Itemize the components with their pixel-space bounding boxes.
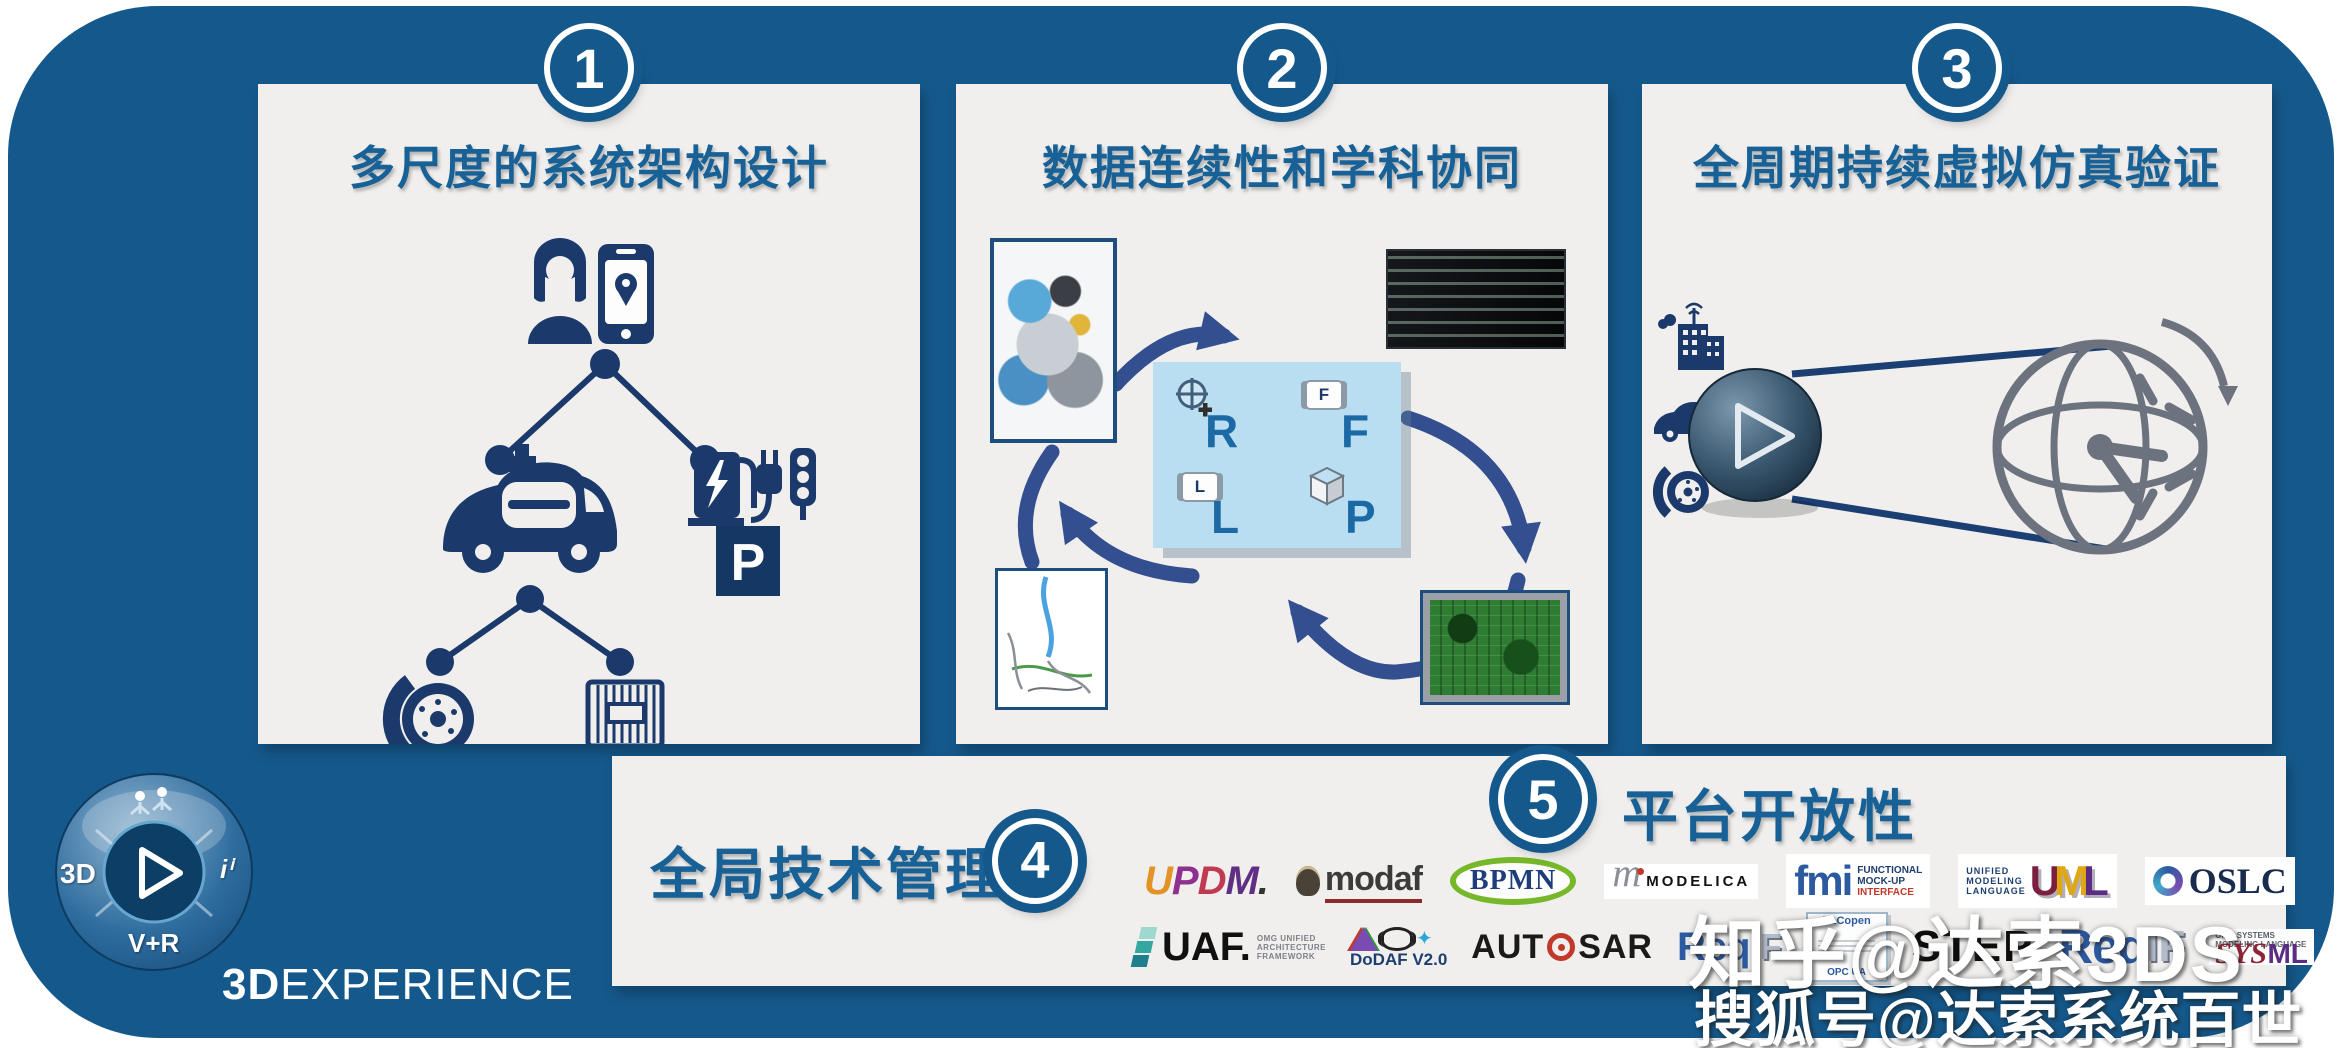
reqif-logo-large: Req IF <box>2058 920 2186 974</box>
navigation-phone-icon <box>598 244 654 344</box>
reqif-logo: Req IF <box>1676 924 1782 969</box>
global-tech-management-title: 全局技术管理 <box>650 843 1004 906</box>
wordmark-3d: 3D <box>222 960 281 1009</box>
badge-step-2: 2 <box>1237 23 1327 113</box>
charging-plug-icon <box>750 450 782 523</box>
smart-city-building-icon <box>1658 302 1724 370</box>
panel-system-architecture: 多尺度的系统架构设计 <box>258 84 920 744</box>
compass-3d-label: 3D <box>60 858 96 889</box>
dodaf-logo: ✦ DoDAF V2.0 <box>1350 927 1448 969</box>
system-architecture-tree-diagram: P <box>382 238 816 744</box>
badge-3-number: 3 <box>1941 36 1973 100</box>
plcopen-lines <box>1817 940 1876 954</box>
small-brake-icon <box>1652 466 1709 518</box>
panel3-title: 全周期持续虚拟仿真验证 <box>1693 142 2221 194</box>
3dexperience-compass-logo: 3D iⁱ V+R <box>52 770 257 975</box>
watermark-zhihu: 知乎@达索3DS <box>1688 910 2244 998</box>
3dexperience-wordmark: 3DEXPERIENCE <box>222 960 574 1010</box>
modaf-logo: modaf <box>1295 860 1423 903</box>
parking-letter: P <box>731 534 766 592</box>
globe-clock-icon <box>1992 318 2238 555</box>
compass-ii-label: iⁱ <box>220 854 232 884</box>
bpmn-logo: BPMN <box>1449 857 1577 905</box>
rflp-letter-p: P <box>1345 491 1376 543</box>
step-logo: STEP <box>1911 922 2035 971</box>
functional-block-letter: F <box>1318 385 1330 404</box>
autosar-logo: AUT SAR <box>1471 927 1653 966</box>
simulation-globe-diagram <box>1652 302 2238 555</box>
pcb-surface <box>1430 600 1560 695</box>
wordmark-experience: EXPERIENCE <box>280 960 574 1009</box>
badge-step-5: 5 <box>1498 754 1588 844</box>
modelica-logo: m MODELICA <box>1604 850 1759 899</box>
requirements-target-icon <box>1176 378 1212 417</box>
dodaf-prism-icon <box>1350 927 1378 951</box>
panel2-title: 数据连续性和学科协同 <box>1042 142 1522 194</box>
oslc-swirl-icon <box>2152 866 2183 896</box>
badge-4-number: 4 <box>1020 832 1050 890</box>
autosar-target-icon <box>1547 933 1576 961</box>
badge-step-1: 1 <box>544 23 634 113</box>
engine-photo <box>990 238 1117 443</box>
software-code-photo <box>1386 249 1566 349</box>
panel-virtual-validation: 全周期持续虚拟仿真验证 <box>1642 84 2272 744</box>
brake-disc-icon <box>382 675 474 744</box>
plcopen-opcua-logo: PLCopen OPC UA <box>1805 912 1888 982</box>
rflp-model-box: R F F L L P <box>1153 362 1401 548</box>
badge-step-4: 4 <box>992 818 1078 904</box>
driver-person-icon <box>528 238 592 344</box>
uaf-cubes-icon <box>1130 927 1158 967</box>
compass-icon <box>55 773 253 971</box>
wiring-harness-photo <box>995 568 1108 710</box>
rflp-letter-l: L <box>1211 491 1240 543</box>
sysml-logo: OMG SYSTEMS MODELING LANGUAGE SYS ML <box>2209 929 2314 969</box>
physical-cube-icon <box>1308 466 1346 506</box>
standards-logo-row-2: UAF. OMG UNIFIED ARCHITECTURE FRAMEWORK … <box>1130 912 2314 982</box>
panel-data-continuity: 数据连续性和学科协同 <box>956 84 1608 744</box>
wiring-sketch <box>1006 576 1093 694</box>
uml-logo: UNIFIED MODELING LANGUAGE U M L <box>1958 854 2117 908</box>
dodaf-coil-icon <box>1381 927 1413 951</box>
logical-block-icon: L <box>1181 472 1219 502</box>
functional-block-icon: F <box>1305 380 1343 410</box>
compass-vr-label: V+R <box>128 928 180 958</box>
compass-figures-icon <box>130 787 172 816</box>
traffic-light-icon <box>790 448 816 520</box>
badge-5-number: 5 <box>1527 767 1559 831</box>
charging-station-icon <box>688 452 757 526</box>
rflp-letter-r: R <box>1205 405 1239 457</box>
badge-2-number: 2 <box>1266 36 1298 100</box>
modelica-dot <box>1637 867 1645 875</box>
oslc-logo: OSLC <box>2144 857 2295 905</box>
simulation-play-sphere <box>1688 368 1822 518</box>
panel1-title: 多尺度的系统架构设计 <box>349 142 829 194</box>
dodaf-star-icon: ✦ <box>1416 928 1433 950</box>
ecu-pcb-photo <box>1420 590 1570 705</box>
modaf-crest-icon <box>1295 866 1320 896</box>
uaf-logo: UAF. OMG UNIFIED ARCHITECTURE FRAMEWORK <box>1130 925 1326 970</box>
badge-step-3: 3 <box>1912 23 2002 113</box>
platform-openness-title: 平台开放性 <box>1622 785 1917 848</box>
watermark-sohu: 搜狐号@达索系统百世慧 <box>1694 987 2303 1048</box>
ecu-module-icon <box>585 679 665 744</box>
fmi-logo: fmi FUNCTIONAL MOCK-UP INTERFACE <box>1786 854 1931 908</box>
parking-sign-icon: P <box>716 526 780 596</box>
autonomous-car-icon <box>443 444 617 573</box>
rflp-letter-f: F <box>1341 405 1370 457</box>
logical-block-letter: L <box>1194 477 1206 496</box>
badge-1-number: 1 <box>573 36 605 100</box>
